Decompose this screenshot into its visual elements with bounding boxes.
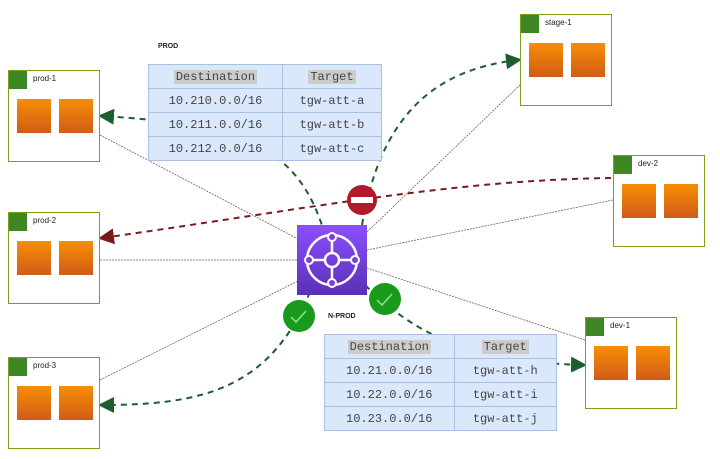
prod-route-table-label: PROD: [158, 43, 179, 50]
ec2-instances-icon: [622, 184, 656, 218]
vpc-stage-1[interactable]: stage-1: [520, 14, 612, 106]
attachment-lines: [99, 84, 614, 381]
vpc-cloud-icon: [614, 156, 632, 174]
line-stage-1: [366, 84, 521, 233]
vpc-cloud-icon: [521, 15, 539, 33]
ec2-instances-icon: [571, 43, 605, 77]
transit-gateway-icon: [297, 225, 367, 295]
nprod-route-table-label: N-PROD: [328, 313, 356, 320]
vpc-cloud-icon: [586, 318, 604, 336]
vpc-cloud-icon: [9, 213, 27, 231]
blocked-route-prod-2-dev-2: [98, 177, 612, 245]
ec2-instances-icon: [17, 386, 51, 420]
ec2-instances-icon: [17, 99, 51, 133]
ec2-instances-icon: [636, 346, 670, 380]
ec2-instances-icon: [59, 386, 93, 420]
ec2-instances-icon: [59, 241, 93, 275]
no-entry-icon: [347, 185, 377, 215]
check-icon: [283, 300, 315, 332]
vpc-prod-1[interactable]: prod-1: [8, 70, 100, 162]
route-to-stage-1: [361, 53, 522, 226]
ec2-instances-icon: [59, 99, 93, 133]
ec2-instances-icon: [594, 346, 628, 380]
vpc-dev-2[interactable]: dev-2: [613, 155, 705, 247]
line-prod-1: [99, 134, 301, 241]
route-to-prod-3: [98, 291, 311, 413]
line-dev-1: [366, 267, 586, 341]
ec2-instances-icon: [529, 43, 563, 77]
vpc-prod-3[interactable]: prod-3: [8, 357, 100, 449]
vpc-cloud-icon: [9, 71, 27, 89]
line-dev-2: [366, 199, 614, 251]
check-icon: [369, 283, 401, 315]
ec2-instances-icon: [664, 184, 698, 218]
vpc-cloud-icon: [9, 358, 27, 376]
vpc-prod-2[interactable]: prod-2: [8, 212, 100, 304]
vpc-dev-1[interactable]: dev-1: [585, 317, 677, 409]
line-prod-3: [99, 279, 301, 381]
ec2-instances-icon: [17, 241, 51, 275]
